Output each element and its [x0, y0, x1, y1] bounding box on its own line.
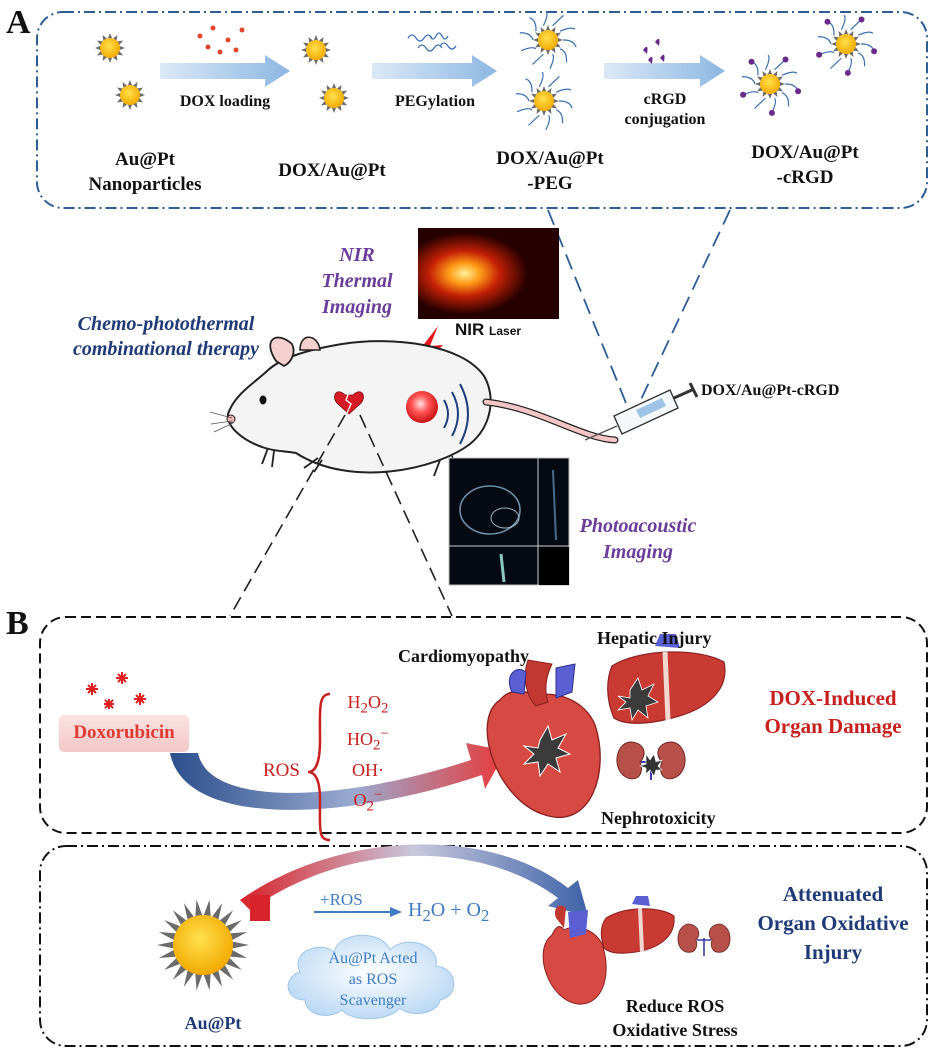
arrow-label-dox-loading: DOX loading [179, 93, 271, 110]
ros-label: ROS [263, 760, 300, 781]
au-pt-label: Au@Pt [184, 1013, 242, 1033]
photoacoustic-image [448, 457, 570, 586]
crgd-nanoparticle-icon [816, 14, 878, 76]
nir-laser-label: NIR Laser [455, 320, 522, 339]
step-label-dox-au-pt-crgd: DOX/Au@Pt-cRGD [751, 142, 859, 188]
dox-au-pt-nanoparticle-icon [319, 83, 349, 113]
arrow-crgd [604, 55, 725, 87]
dox-molecules-icon [197, 25, 245, 55]
kidney-illustration [616, 741, 686, 780]
ros-bracket [307, 692, 331, 842]
dox-asterisks-icon [86, 672, 146, 709]
nephrotoxicity-label: Nephrotoxicity [601, 808, 716, 828]
mouse-illustration [209, 336, 619, 477]
dox-curve-arrow [170, 743, 506, 810]
arrow-label-pegylation: PEGylation [394, 93, 475, 110]
plus-ros-label: +ROS [320, 890, 363, 909]
au-pt-large-icon [157, 899, 249, 991]
ros-species-list: H2O2 HO2− OH· O2− [340, 690, 396, 820]
crgd-peptide-icon [643, 38, 665, 64]
peg-nanoparticle-icon [519, 10, 577, 70]
ros-h2o2: H2O2 [347, 692, 389, 717]
heart-illustration [486, 659, 601, 818]
cardiomyopathy-label: Cardiomyopathy [398, 646, 530, 666]
ros-ho2: HO2− [347, 725, 389, 754]
arrow-dox-loading [160, 55, 290, 87]
protection-curve-arrow [240, 844, 588, 916]
reaction-product-label: H2O + O2 [408, 899, 490, 925]
peg-nanoparticle-icon [515, 71, 573, 131]
crgd-nanoparticle-icon [740, 54, 802, 116]
au-pt-nanoparticle-icon [115, 80, 145, 110]
au-pt-nanoparticle-icon [95, 33, 125, 63]
ros-o2: O2− [353, 787, 383, 815]
dox-au-pt-nanoparticle-icon [301, 35, 331, 65]
panel-a-letter: A [6, 4, 31, 41]
protected-heart-illustration [542, 905, 607, 1005]
hepatic-injury-label: Hepatic Injury [597, 628, 712, 648]
acoustic-waves-icon [443, 383, 469, 445]
doxorubicin-label: Doxorubicin [73, 722, 175, 743]
syringe-icon [584, 382, 699, 441]
panel-a-frame [36, 11, 928, 209]
peg-strands-icon [407, 32, 457, 52]
panel-b-frame-protection [39, 845, 928, 1047]
ros-oh: OH· [352, 760, 384, 781]
injection-label: DOX/Au@Pt-cRGD [701, 382, 840, 399]
step-label-dox-au-pt: DOX/Au@Pt [278, 160, 386, 181]
arrow-pegylation [372, 55, 497, 87]
protected-liver-illustration [600, 896, 675, 954]
step-label-dox-au-pt-peg: DOX/Au@Pt-PEG [496, 148, 604, 194]
scavenger-cloud [287, 934, 455, 1020]
panel-b-letter: B [6, 605, 29, 642]
liver-illustration [607, 634, 726, 724]
protected-kidney-illustration [677, 923, 731, 956]
